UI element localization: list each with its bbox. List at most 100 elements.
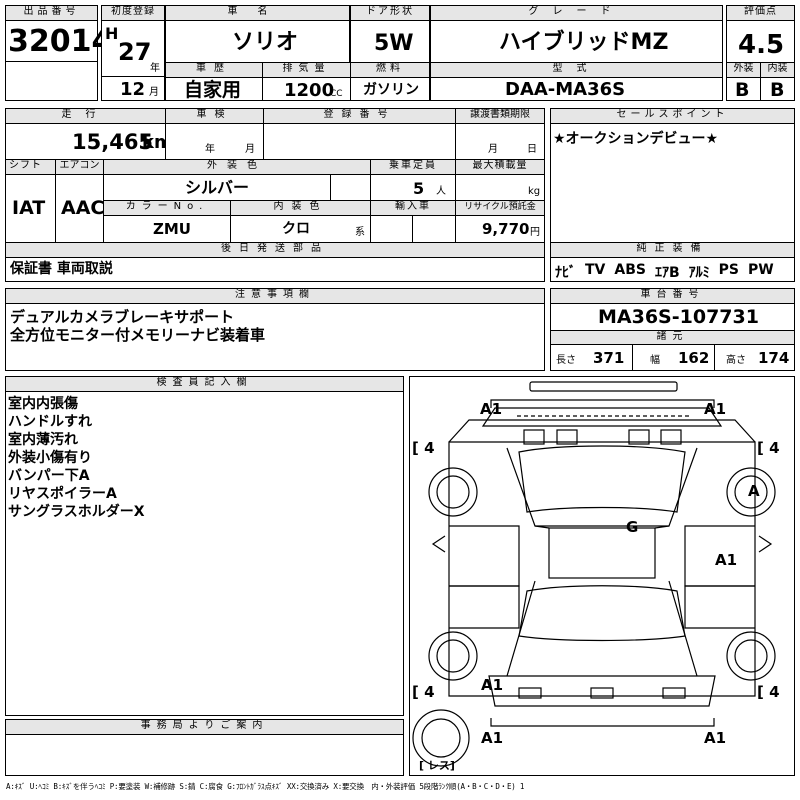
chassis-number: MA36S-107731 xyxy=(598,306,759,328)
lot-label: 出品番号 xyxy=(5,5,98,21)
score: 4.5 xyxy=(738,30,785,60)
transfer-label: 譲渡書類期限 xyxy=(455,108,545,124)
int-grade: B xyxy=(770,79,785,101)
equipment-pw: PW xyxy=(748,262,774,278)
spare-tyre-label: [ レス] xyxy=(419,759,455,772)
shift-label: シフト xyxy=(5,159,56,175)
score-label: 評価点 xyxy=(726,5,795,21)
reg-year: 27 xyxy=(118,38,152,66)
dims-split-2 xyxy=(714,345,715,371)
tyre-rear-right-value: 4 xyxy=(769,683,780,701)
equipment-alloy: ｱﾙﾐ xyxy=(688,265,710,281)
equipment-airbag: ｴｱB xyxy=(654,265,680,281)
diagram-box xyxy=(409,376,795,776)
int-grade-label: 内装 xyxy=(760,62,795,78)
ac: AAC xyxy=(61,197,105,219)
legend: A:ｷｽﾞ U:ﾍｺﾐ B:ｷｽﾞを伴うﾍｺﾐ P:要塗装 W:補修跡 S:錆 … xyxy=(6,782,525,791)
door-label: ドア形状 xyxy=(350,5,430,21)
grade: ハイブリッドMZ xyxy=(499,30,669,55)
car-name: ソリオ xyxy=(232,30,299,55)
recycle-unit: 円 xyxy=(530,227,540,238)
damage-front-right: A1 xyxy=(704,400,727,418)
ac-label: エアコン xyxy=(55,159,104,175)
color-no: ZMU xyxy=(153,220,191,238)
reg-year-unit: 年 xyxy=(150,63,160,74)
int-color: クロ xyxy=(282,221,310,237)
door-type: 5W xyxy=(374,31,414,56)
damage-windshield: G xyxy=(626,518,639,536)
transfer-month-unit: 月 xyxy=(488,144,498,155)
car-diagram xyxy=(412,381,776,767)
inspection-month-unit: 月 xyxy=(245,144,255,155)
damage-rear-left-side: A1 xyxy=(481,676,504,694)
notes-line-2: 全方位モニター付メモリーナビ装着車 xyxy=(10,326,266,344)
int-color-label: 内装色 xyxy=(230,200,371,216)
inspector-line: バンパー下A xyxy=(8,468,90,484)
ext-color: シルバー xyxy=(185,178,250,197)
history: 自家用 xyxy=(184,79,242,101)
equipment-ps: PS xyxy=(718,262,739,278)
displacement-unit: CC xyxy=(330,89,343,99)
tyre-rear-left-value: 4 xyxy=(424,683,435,701)
inspection-year-unit: 年 xyxy=(205,144,215,155)
import-split xyxy=(412,215,413,243)
damage-right-front-wheel: A xyxy=(748,482,760,500)
displacement: 1200 xyxy=(284,80,335,101)
max-load-label: 最大積載量 xyxy=(455,159,545,175)
inspector-label: 検査員記入欄 xyxy=(5,376,404,392)
inspector-line: リヤスポイラーA xyxy=(8,486,117,502)
mileage: 15,465 xyxy=(72,130,154,154)
width: 162 xyxy=(678,349,710,367)
sales-point-box xyxy=(550,108,795,243)
length: 371 xyxy=(593,349,625,367)
chassis-label: 車台番号 xyxy=(550,288,795,304)
lot-divider xyxy=(5,61,98,62)
tyre-front-right-value: 4 xyxy=(769,439,780,457)
ext-color-label: 外装色 xyxy=(103,159,371,175)
int-color-unit: 系 xyxy=(355,227,365,238)
model-label: 型式 xyxy=(430,62,723,78)
history-label: 車歴 xyxy=(165,62,263,78)
model: DAA-MA36S xyxy=(505,79,626,100)
capacity-label: 乗車定員 xyxy=(370,159,456,175)
tyre-rear-right: [ 4 xyxy=(757,683,780,701)
first-reg-label: 初度登録 xyxy=(101,5,165,21)
equipment-tv: TV xyxy=(585,262,606,278)
equipment-list: ﾅﾋﾞ TV ABS ｴｱB ｱﾙﾐ PS PW xyxy=(555,262,795,282)
sales-point-label: セールスポイント xyxy=(550,108,795,124)
reg-month: 12 xyxy=(120,79,146,100)
damage-right-side: A1 xyxy=(715,551,738,569)
notes-line-1: デュアルカメラブレーキサポート xyxy=(10,308,235,326)
length-label: 長さ xyxy=(556,355,576,366)
inspector-line: 室内内張傷 xyxy=(8,396,78,412)
transfer-day-unit: 日 xyxy=(527,144,537,155)
tyre-front-left: [ 4 xyxy=(412,439,435,457)
inspection-label: 車検 xyxy=(165,108,264,124)
score-grade-divider xyxy=(760,62,761,101)
capacity: 5 xyxy=(413,179,425,198)
shift: IAT xyxy=(12,197,46,219)
tyre-front-left-value: 4 xyxy=(424,439,435,457)
inspector-list: 室内内張傷 ハンドルすれ 室内薄汚れ 外装小傷有り バンパー下A リヤスポイラー… xyxy=(8,395,145,521)
notes-label: 注意事項欄 xyxy=(5,288,545,304)
height: 174 xyxy=(758,349,790,367)
ext-color-split xyxy=(330,175,331,201)
inspector-line: サングラスホルダーX xyxy=(8,504,145,520)
parts-value: 保証書 車両取説 xyxy=(10,261,113,277)
damage-rear-right: A1 xyxy=(704,729,727,747)
width-label: 幅 xyxy=(650,355,660,366)
import-box xyxy=(370,215,456,243)
recycle: 9,770 xyxy=(482,220,530,238)
parts-label: 後日発送部品 xyxy=(5,242,545,258)
inspector-line: 室内薄汚れ xyxy=(8,432,78,448)
dims-split-1 xyxy=(632,345,633,371)
inspector-box xyxy=(5,376,404,716)
max-load-unit: kg xyxy=(528,186,541,197)
import-label: 輸入車 xyxy=(370,200,456,216)
first-reg-box xyxy=(101,5,165,101)
fuel-label: 燃料 xyxy=(350,62,430,78)
mileage-label: 走行 xyxy=(5,108,166,124)
recycle-label: リサイクル預託金 xyxy=(455,200,545,216)
car-name-label: 車名 xyxy=(165,5,350,21)
spare-tyre-value: レス xyxy=(427,759,450,772)
